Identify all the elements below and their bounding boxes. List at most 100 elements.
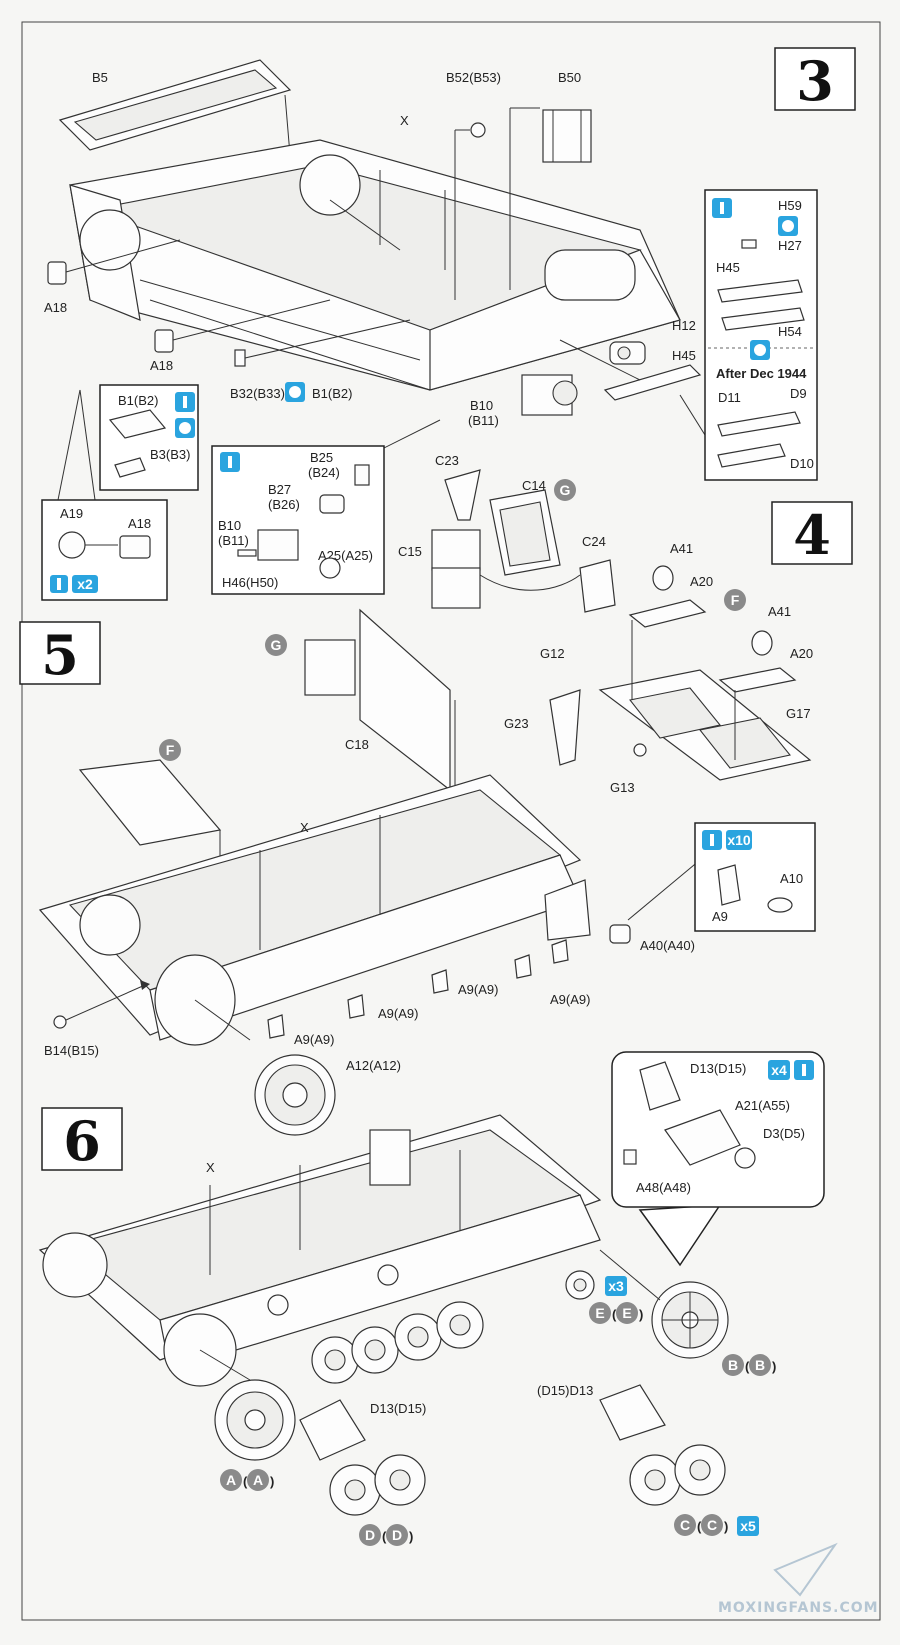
inset-a19-label-a18: A18 [128,516,151,531]
part-b1 [108,409,167,439]
part-a9-3 [431,969,449,994]
subassembly-label-c: C ( C ) [674,1514,728,1536]
part-f-assembly [78,759,222,846]
part-idler-mount [544,879,591,941]
label-x-step3: X [400,113,409,128]
label-b14-b15: B14(B15) [44,1043,99,1058]
svg-text:x4: x4 [771,1062,787,1078]
glue-icon [702,830,722,850]
hull-step6 [38,1114,602,1387]
label-g13: G13 [610,780,635,795]
inset-h59-label-h54: H54 [778,324,802,339]
glue-icon [220,452,240,472]
label-a9-1: A9(A9) [294,1032,334,1047]
part-a9-5 [551,939,569,964]
part-h45 [603,364,702,401]
inset-h59-label-d9: D9 [790,386,807,401]
part-h59 [741,239,757,249]
svg-text:(: ( [382,1529,387,1544]
subassembly-badge-g: G [554,479,576,501]
svg-text:F: F [731,592,740,608]
label-h45: H45 [672,348,696,363]
inset-h59-label-h45: H45 [716,260,740,275]
part-a41-1 [652,565,674,591]
step-3-number: 3 [796,49,834,113]
subassembly-label-a: A ( A ) [220,1469,274,1491]
part-d10 [717,443,786,468]
part-a9-2 [347,994,365,1019]
step-5: 5 G C18 F X B14(B15) [19,608,816,1136]
step-5-number-box [19,621,101,685]
inset-h59-label-d10: D10 [790,456,814,471]
subassembly-label-d: D ( D ) [359,1524,413,1546]
svg-text:A: A [253,1472,263,1488]
multiplier-badge-x5: x5 [737,1516,759,1536]
label-a40-a40: A40(A40) [640,938,695,953]
part-h46 [237,549,257,557]
svg-text:C: C [680,1517,690,1533]
svg-text:x10: x10 [727,832,751,848]
label-d15-d13: (D15)D13 [537,1383,593,1398]
glue-icon [794,1060,814,1080]
part-b3 [114,457,146,478]
part-b52 [470,122,486,138]
road-wheels-mounted [267,1264,484,1384]
svg-text:E: E [595,1305,604,1321]
subassembly-d-wheels [329,1454,426,1516]
multiplier-badge-x3: x3 [605,1276,627,1296]
part-a9-1 [267,1014,285,1039]
hull-step5 [38,774,582,1046]
subassembly-badge-f: F [724,589,746,611]
step-5-number: 5 [41,623,79,687]
part-d3-inset [734,1147,756,1169]
part-a21-inset [664,1109,741,1166]
label-b1-b2-ref: B1(B2) [312,386,352,401]
svg-text:): ) [409,1529,413,1544]
label-b32-b33: B32(B33) [230,386,285,401]
subassembly-b-idler [651,1281,729,1359]
label-g23: G23 [504,716,529,731]
label-g12: G12 [540,646,565,661]
step-4-number-box [771,501,853,565]
part-d13-right [599,1384,666,1441]
inset-h59-label-h59: H59 [778,198,802,213]
label-b11: (B11) [468,413,499,428]
part-h45-inset [717,279,803,303]
inset-d13-label-a48: A48(A48) [636,1180,691,1195]
label-a12-a12: A12(A12) [346,1058,401,1073]
part-a41-2 [751,630,773,656]
part-b10-inset [257,529,299,561]
inset-b25-label-b25: B25 [310,450,333,465]
leader-c24 [479,574,581,591]
subassembly-label-e: E ( E ) [589,1302,643,1324]
svg-text:): ) [772,1359,776,1374]
subassembly-e-wheel [565,1270,595,1300]
step-6-number: 6 [63,1109,101,1173]
glue-icon [50,575,68,593]
part-b25 [354,464,370,486]
cement-icon [778,216,798,236]
label-c23: C23 [435,453,459,468]
label-a20-2: A20 [790,646,813,661]
multiplier-badge: x4 [768,1060,790,1080]
svg-text:G: G [560,482,571,498]
inset-b25-label-b10: B10 [218,518,241,533]
part-c18 [359,608,451,792]
step-6: 6 X [38,1051,825,1546]
inset-b1-label-b1: B1(B2) [118,393,158,408]
label-b5: B5 [92,70,108,85]
label-a9-3: A9(A9) [458,982,498,997]
label-c14: C14 [522,478,546,493]
multiplier-badge: x10 [726,830,752,850]
part-c14 [489,489,561,576]
svg-text:(: ( [697,1519,702,1534]
inset-a9-label-a10: A10 [780,871,803,886]
svg-text:x5: x5 [740,1518,756,1534]
part-a12-sprocket [254,1054,336,1136]
part-a9-4 [514,954,532,979]
svg-text:): ) [270,1474,274,1489]
part-a40 [609,924,631,944]
svg-text:x3: x3 [608,1278,624,1294]
svg-text:x2: x2 [77,576,93,592]
